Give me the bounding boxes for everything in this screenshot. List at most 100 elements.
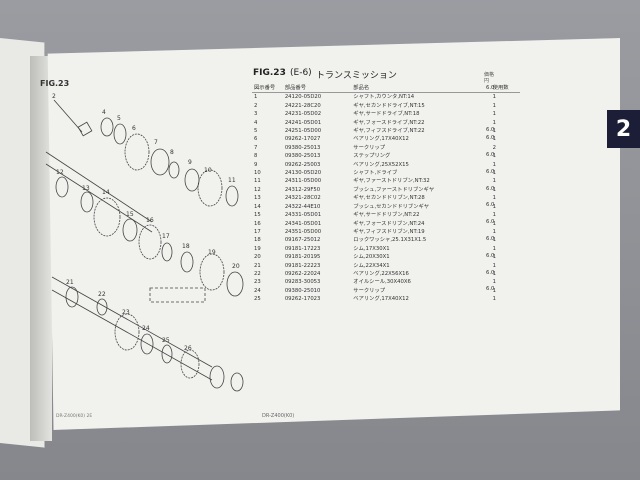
price-cell xyxy=(486,210,514,218)
cell-no: 2 xyxy=(254,102,258,109)
cell-pn: 24341-05D01 xyxy=(284,220,322,227)
cell-q: 1 xyxy=(492,245,497,252)
cell-pn: 09262-17023 xyxy=(284,296,321,303)
callout: 5 xyxy=(117,115,121,122)
cell-q: 1 xyxy=(492,195,497,202)
cell-no: 21 xyxy=(254,262,261,269)
cell-q: 1 xyxy=(492,296,497,303)
cell-nm: ベアリング,22X56X16 xyxy=(353,270,409,277)
cell-no: 17 xyxy=(254,228,261,235)
cell-pn: 09380-25010 xyxy=(284,287,321,294)
cell-pn: 09283-30053 xyxy=(284,279,321,286)
section-tab: 2 xyxy=(607,110,640,148)
table-row: 13 24321-28C02 ギヤ,セカンドドリブン,NT:28 1 xyxy=(252,194,520,202)
cell-nm: シム,17X30X1 xyxy=(353,245,390,252)
callout: 11 xyxy=(228,177,236,184)
cell-nm: ギヤ,サードドライブ,NT:18 xyxy=(353,111,420,118)
cell-no: 13 xyxy=(254,195,261,202)
cell-no: 22 xyxy=(254,270,261,277)
cell-pn: 09167-25012 xyxy=(284,237,321,244)
callout: 7 xyxy=(154,139,158,146)
callout: 4 xyxy=(102,109,106,116)
price-cell: 6.0 xyxy=(486,219,495,226)
cell-nm: ギヤ,フォースドライブ,NT:22 xyxy=(353,119,425,126)
cell-no: 7 xyxy=(254,144,258,151)
callout: 19 xyxy=(208,249,216,256)
cell-nm: ギヤ,フィフスドライブ,NT:22 xyxy=(353,128,425,135)
cell-no: 5 xyxy=(254,128,258,135)
price-cell: 6.0 xyxy=(486,85,495,91)
cell-nm: ギヤ,セカンドドリブン,NT:28 xyxy=(353,195,425,202)
callout: 8 xyxy=(170,149,174,156)
cell-nm: ギヤ,フォースドリブン,NT:24 xyxy=(353,220,425,227)
table-row: 5 24251-05D00 ギヤ,フィフスドライブ,NT:22 1 xyxy=(252,127,520,135)
cell-nm: サークリップ xyxy=(353,287,386,294)
cell-no: 25 xyxy=(254,296,261,303)
cell-no: 10 xyxy=(254,170,261,177)
transmission-exploded-diagram: 2 4 5 6 7 8 9 10 11 12 13 14 15 16 17 18… xyxy=(45,93,244,392)
cell-nm: ギヤ,サードドリブン,NT:22 xyxy=(353,212,420,219)
price-cell xyxy=(486,118,514,126)
cell-q: 1 xyxy=(492,170,497,177)
table-row: 4 24241-05D01 ギヤ,フォースドライブ,NT:22 1 xyxy=(252,119,520,127)
cell-nm: オイルシール,30X40X6 xyxy=(353,279,411,286)
page-section-code: (E-6) xyxy=(290,68,312,78)
price-cell xyxy=(486,260,514,268)
callout: 20 xyxy=(232,263,240,270)
cell-q: 1 xyxy=(492,237,497,244)
cell-nm: ベアリング,17X40X12 xyxy=(353,136,409,143)
cell-pn: 09181-20195 xyxy=(284,254,321,261)
price-cell: 6.0 xyxy=(486,269,495,276)
price-cell xyxy=(486,160,514,168)
callout: 13 xyxy=(82,185,90,192)
callout: 21 xyxy=(66,279,74,286)
cell-no: 14 xyxy=(254,203,261,210)
cell-pn: 24241-05D01 xyxy=(284,119,322,126)
cell-pn: 24130-05D20 xyxy=(284,170,322,177)
cell-nm: ブッシュ,セカンドドリブンギヤ xyxy=(353,203,430,210)
cell-pn: 24322-44E10 xyxy=(284,203,321,210)
cell-q: 1 xyxy=(492,203,497,210)
cell-no: 3 xyxy=(254,111,258,118)
cell-nm: サークリップ xyxy=(353,144,386,151)
cell-q: 1 xyxy=(492,279,497,286)
cell-q: 1 xyxy=(492,111,497,118)
cell-no: 1 xyxy=(254,94,258,101)
price-cell xyxy=(486,143,514,151)
cell-nm: シャフト,カウンタ,NT:14 xyxy=(353,94,415,101)
cell-q: 1 xyxy=(492,270,497,277)
cell-nm: ベアリング,25X52X15 xyxy=(353,161,409,168)
cell-q: 1 xyxy=(492,212,497,219)
cell-pn: 24321-28C02 xyxy=(284,195,321,202)
cell-q: 1 xyxy=(492,136,497,143)
cell-q: 1 xyxy=(492,254,497,261)
cell-nm: ロックワッシャ,25.1X31X1.5 xyxy=(353,237,427,244)
cell-pn: 24251-05D00 xyxy=(284,128,322,135)
cell-q: 1 xyxy=(492,119,497,126)
cell-no: 15 xyxy=(254,212,261,219)
price-cell: 6.0 xyxy=(486,168,495,175)
cell-q: 1 xyxy=(492,128,497,135)
price-cell xyxy=(486,243,514,251)
cell-no: 4 xyxy=(254,119,258,126)
table-header-row: 図示番号 部品番号 部品名 使用数 xyxy=(252,84,520,94)
price-cell: 6.0 xyxy=(486,185,495,192)
price-cell: 6.0 xyxy=(486,252,495,259)
page-footer-left: DR-Z400(K0) 2E xyxy=(56,414,93,419)
cell-nm: シム,20X30X1 xyxy=(353,254,390,261)
cell-pn: 09262-22024 xyxy=(284,270,321,277)
cell-q: 1 xyxy=(492,153,497,160)
cell-no: 12 xyxy=(254,186,261,193)
cell-no: 24 xyxy=(254,287,261,294)
